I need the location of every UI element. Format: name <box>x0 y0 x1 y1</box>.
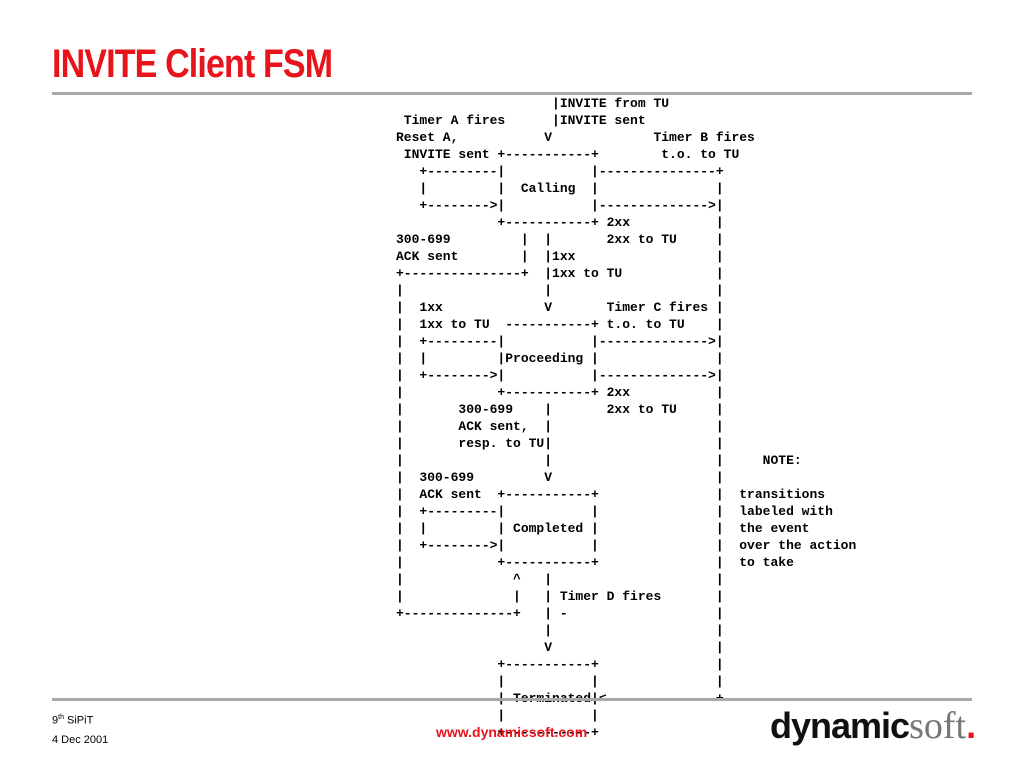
diagram-line: INVITE sent +-----------+ t.o. to TU <box>396 147 740 162</box>
diagram-line: +-----------+ <box>396 725 599 740</box>
slide-title: INVITE Client FSM <box>52 42 333 86</box>
diagram-line: | +---------| | | labeled with <box>396 504 833 519</box>
diagram-line: | | <box>396 708 599 723</box>
conference-number: 9 <box>52 714 59 727</box>
conference-name: SiPiT <box>67 714 94 727</box>
logo-text-light: soft <box>909 705 967 747</box>
fsm-ascii-diagram: |INVITE from TU Timer A fires |INVITE se… <box>396 95 856 741</box>
title-divider <box>52 92 972 95</box>
diagram-line: | +-----------+ | to take <box>396 555 794 570</box>
diagram-line: | resp. to TU| | <box>396 436 724 451</box>
diagram-line: |INVITE from TU <box>396 96 670 111</box>
logo-text-bold: dynamic <box>770 705 910 746</box>
diagram-line: V | <box>396 640 724 655</box>
diagram-line: | | | Timer D fires | <box>396 589 724 604</box>
diagram-line: | +-------->| | | over the action <box>396 538 857 553</box>
conference-suffix: th <box>58 714 64 721</box>
diagram-line: +---------------+ |1xx to TU | <box>396 266 724 281</box>
diagram-line: | ACK sent +-----------+ | transitions <box>396 487 826 502</box>
diagram-line: +-----------+ | <box>396 657 724 672</box>
diagram-line: +--------------+ | - | <box>396 606 724 621</box>
diagram-line: | 300-699 | 2xx to TU | <box>396 402 724 417</box>
diagram-line: +-----------+ 2xx | <box>396 215 724 230</box>
diagram-line: | | <box>396 623 724 638</box>
diagram-line: +-------->| |-------------->| <box>396 198 724 213</box>
diagram-line: | +-----------+ 2xx | <box>396 385 724 400</box>
diagram-line: | | | <box>396 283 724 298</box>
diagram-line: +---------| |---------------+ <box>396 164 724 179</box>
diagram-line: 300-699 | | 2xx to TU | <box>396 232 724 247</box>
diagram-line: | +---------| |-------------->| <box>396 334 724 349</box>
diagram-line: | | Calling | | <box>396 181 724 196</box>
diagram-line: | ACK sent, | | <box>396 419 724 434</box>
conference-label: 9th SiPiT <box>52 714 93 727</box>
footer-divider <box>52 698 972 701</box>
diagram-line: | | | Completed | | the event <box>396 521 810 536</box>
diagram-line: | 1xx V Timer C fires | <box>396 300 724 315</box>
diagram-line: Reset A, V Timer B fires <box>396 130 755 145</box>
dynamicsoft-logo: dynamicsoft. <box>770 704 976 748</box>
diagram-line: ACK sent | |1xx | <box>396 249 724 264</box>
diagram-line: Timer A fires |INVITE sent <box>396 113 646 128</box>
diagram-line: | 1xx to TU -----------+ t.o. to TU | <box>396 317 724 332</box>
website-link[interactable]: www.dynamicsoft.com <box>436 724 588 740</box>
diagram-line: | ^ | | <box>396 572 724 587</box>
slide-date: 4 Dec 2001 <box>52 734 109 746</box>
diagram-line: | +-------->| |-------------->| <box>396 368 724 383</box>
diagram-line: | | | <box>396 674 724 689</box>
logo-dot: . <box>966 705 977 746</box>
diagram-line: | 300-699 V | <box>396 470 724 485</box>
diagram-line: | | |Proceeding | | <box>396 351 724 366</box>
diagram-line: | | | NOTE: <box>396 453 802 468</box>
